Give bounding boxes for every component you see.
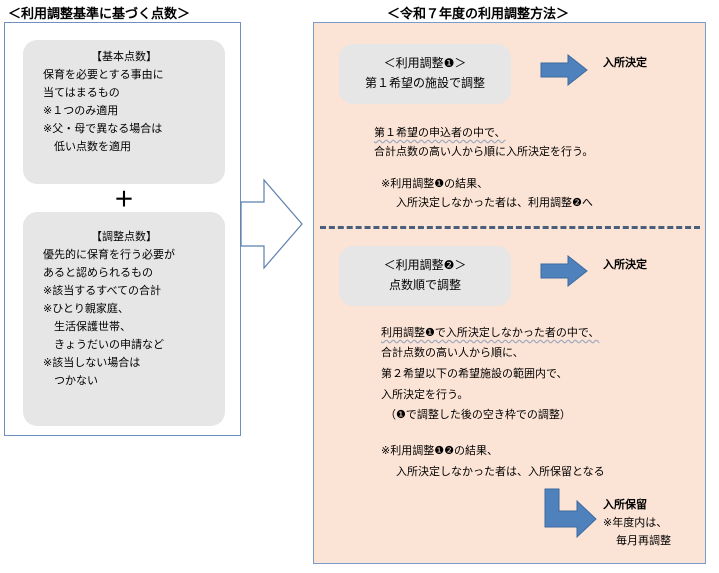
adjust-points-line: 生活保護世帯、 <box>43 320 131 333</box>
hold-note-2: 毎月再調整 <box>616 534 671 547</box>
step1-desc-2: 合計点数の高い人から順に入所決定を行う。 <box>374 145 594 158</box>
basic-points-line: ※父・母で異なる場合は <box>43 122 163 135</box>
basic-points-line: 低い点数を適用 <box>43 140 131 153</box>
step2-desc-5: （❶で調整した後の空き枠での調整） <box>385 408 571 421</box>
hold-note-1: ※年度内は、 <box>603 516 668 529</box>
step1-desc-1-text: 第１希望の申込者の中で、 <box>374 126 506 139</box>
left-heading: ＜利用調整基準に基づく点数＞ <box>8 7 191 22</box>
step1-arrow-icon <box>540 54 588 86</box>
step1-title: ＜利用調整❶＞ <box>383 56 467 70</box>
step1-result: 入所決定 <box>603 56 647 69</box>
step2-desc-3: 第２希望以下の希望施設の範囲内で、 <box>381 367 568 380</box>
right-heading: ＜令和７年度の利用調整方法＞ <box>387 7 570 22</box>
adjust-points-title: 【調整点数】 <box>91 230 157 243</box>
adjust-points-line: つかない <box>43 374 98 387</box>
step2-desc-2: 合計点数の高い人から順に、 <box>381 346 524 359</box>
step2-note-2: 入所決定しなかった者は、入所保留となる <box>396 465 605 478</box>
basic-points-line: 保育を必要とする事由に <box>43 68 164 81</box>
step2-subtitle: 点数順で調整 <box>388 278 461 292</box>
step2-desc-4: 入所決定を行う。 <box>381 388 469 401</box>
step1-note-1: ※利用調整❶の結果、 <box>381 177 489 190</box>
step2-result: 入所決定 <box>603 258 647 271</box>
big-arrow-right-icon <box>240 178 303 270</box>
step1-subtitle: 第１希望の施設で調整 <box>364 76 485 90</box>
adjust-points-line: ※ひとり親家庭、 <box>43 302 129 315</box>
step2-desc-1-text: 利用調整❶で入所決定しなかった者の中で、 <box>381 326 600 339</box>
basic-points-line: ※１つのみ適用 <box>43 104 119 117</box>
basic-points-line: 当てはまるもの <box>43 86 120 99</box>
adjust-points-line: ※該当しない場合は <box>43 356 141 369</box>
section-divider <box>320 226 700 229</box>
step2-desc-1: 利用調整❶で入所決定しなかった者の中で、 <box>381 323 599 342</box>
hold-bent-arrow-icon <box>544 488 597 539</box>
step1-box: ＜利用調整❶＞ 第１希望の施設で調整 <box>339 44 511 104</box>
hold-title: 入所保留 <box>603 498 647 511</box>
adjust-points-line: きょうだいの申請など <box>43 338 164 351</box>
step2-note-1: ※利用調整❶❷の結果、 <box>381 444 498 457</box>
adjust-points-line: ※該当するすべての合計 <box>43 284 162 297</box>
step2-box: ＜利用調整❷＞ 点数順で調整 <box>339 246 511 306</box>
step2-arrow-icon <box>540 255 588 287</box>
adjust-points-line: あると認められるもの <box>43 266 153 279</box>
step1-desc-1: 第１希望の申込者の中で、 <box>374 123 506 142</box>
plus-sign: ＋ <box>114 187 134 211</box>
adjust-points-box: 【調整点数】 優先的に保育を行う必要が あると認められるもの ※該当するすべての… <box>23 212 225 426</box>
step2-title: ＜利用調整❷＞ <box>383 258 467 272</box>
basic-points-title: 【基本点数】 <box>91 50 157 63</box>
basic-points-box: 【基本点数】 保育を必要とする事由に 当てはまるもの ※１つのみ適用 ※父・母で… <box>23 40 225 184</box>
adjust-points-line: 優先的に保育を行う必要が <box>43 248 175 261</box>
step1-note-2: 入所決定しなかった者は、利用調整❷へ <box>396 196 593 209</box>
